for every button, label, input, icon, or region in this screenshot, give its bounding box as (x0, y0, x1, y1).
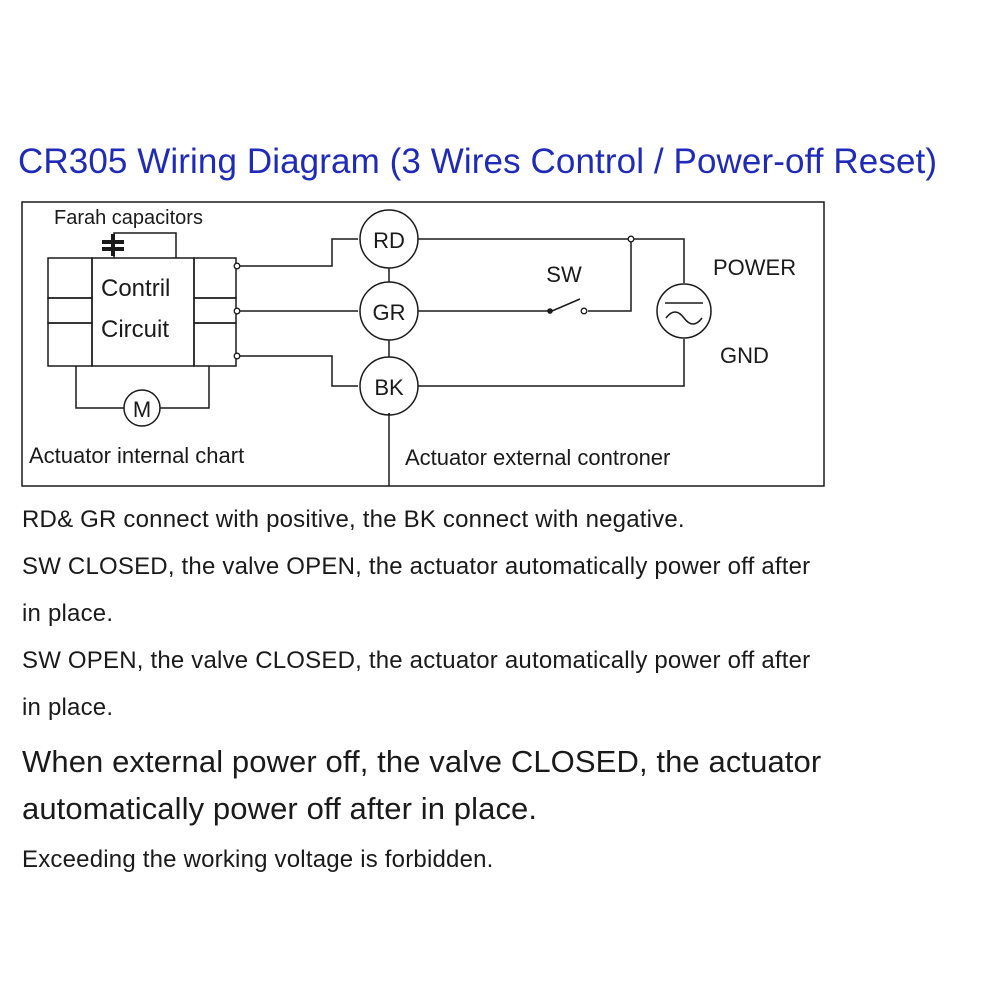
internal-caption: Actuator internal chart (29, 443, 244, 468)
switch-contact-right (580, 307, 588, 315)
connector-label-bk: BK (374, 375, 404, 400)
diagram-title: CR305 Wiring Diagram (3 Wires Control / … (18, 142, 938, 181)
terminal-dot-gr (233, 307, 241, 315)
power-label: POWER (713, 255, 796, 280)
terminal-block-right-top (193, 257, 237, 299)
note-sw-open: SW OPEN, the valve CLOSED, the actuator … (22, 647, 811, 674)
diagram-frame (21, 201, 825, 487)
motor-symbol (123, 389, 161, 427)
power-source-symbol (656, 283, 712, 339)
note-power-off: When external power off, the valve CLOSE… (22, 744, 822, 779)
junction-dot-switch (627, 235, 635, 243)
capacitor-wire (113, 232, 177, 258)
wire-switch-out (588, 239, 632, 312)
wire-rd-internal (240, 238, 358, 267)
note-power-off-cont: automatically power off after in place. (22, 791, 538, 826)
ground-label: GND (720, 343, 769, 368)
note-sw-closed: SW CLOSED, the valve OPEN, the actuator … (22, 553, 811, 580)
wiring-diagram: Farah capacitors Contril Circuit M RD GR… (21, 201, 825, 487)
note-sw-closed-cont: in place. (22, 600, 114, 627)
terminal-dot-bk (233, 352, 241, 360)
terminal-block-left-bot (47, 322, 93, 367)
connector-label-rd: RD (373, 228, 405, 253)
power-source-wave (665, 311, 703, 325)
motor-label: M (133, 397, 151, 422)
note-voltage-warning: Exceeding the working voltage is forbidd… (22, 846, 494, 873)
switch-label: SW (546, 262, 582, 287)
circuit-label-line1: Contril (101, 275, 170, 302)
note-sw-open-cont: in place. (22, 694, 114, 721)
terminal-block-right-bot (193, 322, 237, 367)
switch-contact-left (547, 308, 553, 314)
circuit-label-line2: Circuit (101, 316, 169, 343)
terminal-dot-rd (233, 262, 241, 270)
capacitor-label: Farah capacitors (54, 207, 203, 229)
note-polarity: RD& GR connect with positive, the BK con… (22, 506, 685, 533)
external-caption: Actuator external controner (405, 445, 670, 470)
wire-bk-external (418, 339, 685, 387)
terminal-block-left-mid (47, 297, 93, 324)
motor-wire-right (160, 366, 210, 409)
connector-label-gr: GR (373, 300, 406, 325)
capacitor-icon (102, 234, 124, 256)
terminal-block-right-mid (193, 297, 237, 324)
wire-bk-internal (240, 355, 358, 387)
wire-rd-external (418, 238, 685, 283)
motor-wire (75, 366, 124, 409)
switch-blade (551, 298, 581, 312)
terminal-block-left-top (47, 257, 93, 299)
